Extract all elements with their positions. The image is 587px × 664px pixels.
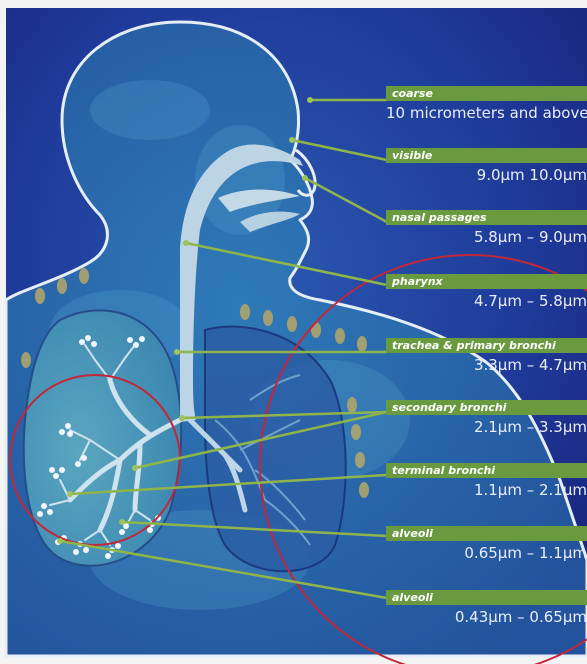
label-name: secondary bronchi — [386, 400, 587, 415]
label-name: alveoli — [386, 526, 587, 541]
label-name: nasal passages — [386, 210, 587, 225]
label-range: 5.8µm – 9.0µm — [386, 228, 587, 246]
label-name: visible — [386, 148, 587, 163]
label-coarse: coarse 10 micrometers and above — [386, 86, 587, 122]
label-alveoli: alveoli 0.65µm – 1.1µm — [386, 526, 587, 562]
label-nasal-passages: nasal passages 5.8µm – 9.0µm — [386, 210, 587, 246]
label-range: 4.7µm – 5.8µm — [386, 292, 587, 310]
label-name: pharynx — [386, 274, 587, 289]
label-visible: visible 9.0µm 10.0µm — [386, 148, 587, 184]
label-terminal-bronchi: terminal bronchi 1.1µm – 2.1µm — [386, 463, 587, 499]
label-pharynx: pharynx 4.7µm – 5.8µm — [386, 274, 587, 310]
label-range: 3.3µm – 4.7µm — [386, 356, 587, 374]
label-alveoli-fine: alveoli 0.43µm – 0.65µm — [386, 590, 587, 626]
label-trachea-primary-bronchi: trachea & primary bronchi 3.3µm – 4.7µm — [386, 338, 587, 374]
label-range: 0.43µm – 0.65µm — [386, 608, 587, 626]
label-range: 0.65µm – 1.1µm — [386, 544, 587, 562]
label-name: terminal bronchi — [386, 463, 587, 478]
label-range: 2.1µm – 3.3µm — [386, 418, 587, 436]
label-range: 1.1µm – 2.1µm — [386, 481, 587, 499]
label-range: 9.0µm 10.0µm — [386, 166, 587, 184]
label-name: trachea & primary bronchi — [386, 338, 587, 353]
label-name: alveoli — [386, 590, 587, 605]
label-secondary-bronchi: secondary bronchi 2.1µm – 3.3µm — [386, 400, 587, 436]
label-range: 10 micrometers and above — [386, 104, 587, 122]
label-name: coarse — [386, 86, 587, 101]
